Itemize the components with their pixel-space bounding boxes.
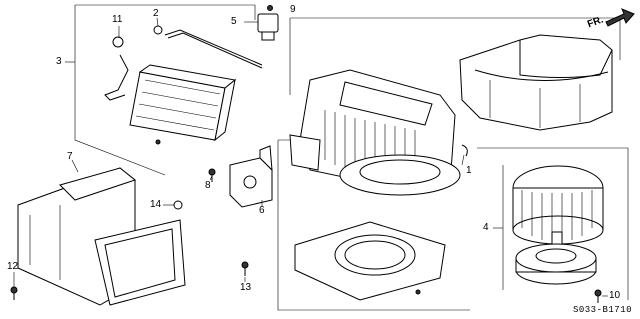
front-arrow-icon [605, 8, 635, 27]
lower-plate [294, 221, 446, 301]
mode-actuator [229, 145, 273, 208]
leader-lines [13, 17, 608, 297]
callout-7: 7 [67, 151, 73, 162]
callout-4: 4 [483, 222, 489, 233]
callout-5: 5 [231, 16, 237, 27]
callout-9: 9 [290, 4, 296, 15]
callout-10: 10 [609, 290, 621, 301]
callout-12: 12 [7, 261, 19, 272]
small-actuator [257, 5, 279, 41]
callout-13: 13 [240, 282, 252, 293]
filter-assembly [104, 25, 263, 145]
scroll-case [459, 34, 613, 131]
callout-11: 11 [112, 14, 123, 25]
part-code: S033-B1710 [572, 305, 632, 315]
blower-motor [512, 165, 604, 285]
blower-housing [289, 69, 461, 196]
callout-2: 2 [153, 8, 159, 19]
callout-14: 14 [150, 199, 162, 210]
callout-6: 6 [259, 205, 265, 216]
callout-8: 8 [205, 180, 211, 191]
inlet-duct [17, 167, 186, 306]
callout-3: 3 [56, 56, 62, 67]
callout-1: 1 [466, 165, 472, 176]
bracket-lines [65, 4, 629, 311]
